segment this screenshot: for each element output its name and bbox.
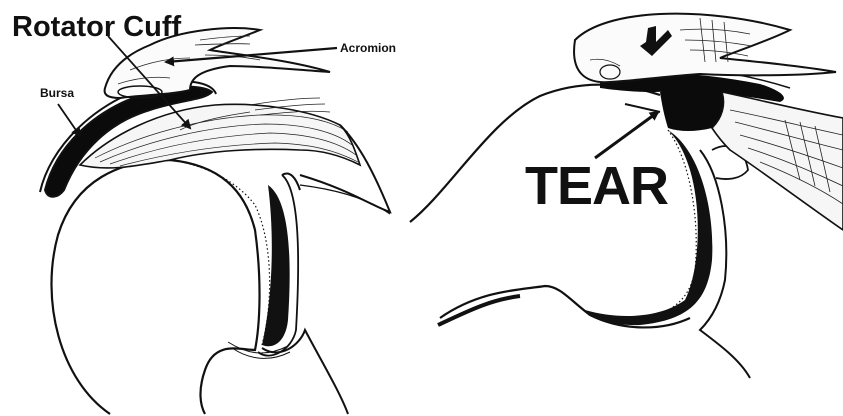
glenoid-left bbox=[262, 185, 290, 346]
rotator-cuff-label: Rotator Cuff bbox=[12, 11, 181, 43]
humeral-head-left bbox=[51, 160, 259, 414]
acromion-label: Acromion bbox=[340, 41, 396, 55]
tear-label: TEAR bbox=[525, 156, 668, 216]
cartilage-left bbox=[118, 159, 270, 345]
tear-arrow-icon bbox=[595, 112, 658, 158]
acromion-right bbox=[574, 14, 836, 83]
normal-shoulder-panel: Rotator Cuff Acromion Bursa bbox=[12, 11, 396, 414]
tear-gap bbox=[660, 88, 724, 132]
torn-shoulder-panel: TEAR bbox=[410, 14, 843, 378]
bursa-arrow-icon bbox=[58, 104, 80, 136]
bursa-label: Bursa bbox=[40, 86, 74, 100]
